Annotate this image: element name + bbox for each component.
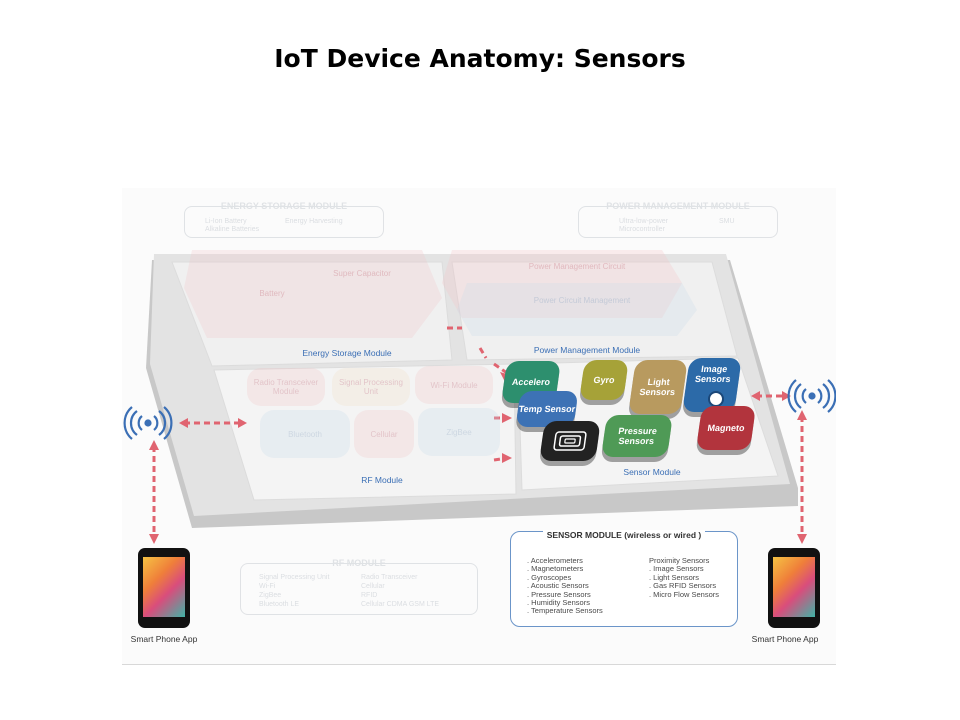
fingerprint-icon bbox=[553, 431, 587, 451]
sensor-list-item: . Accelerometers bbox=[527, 556, 583, 565]
sensor-list-right: Proximity Sensors . Image Sensors . Ligh… bbox=[649, 556, 720, 599]
energy-storage-panel: ENERGY STORAGE MODULE Li-Ion Battery Ene… bbox=[184, 201, 384, 238]
camera-lens-icon bbox=[708, 391, 724, 407]
rf-tile: Signal Processing Unit bbox=[332, 368, 410, 406]
energy-item: Li-Ion Battery bbox=[205, 218, 247, 225]
sensor-list-item: . Gyroscopes bbox=[527, 572, 572, 582]
power-item: Microcontroller bbox=[619, 226, 665, 233]
rf-panel-item: Cellular CDMA GSM LTE bbox=[361, 601, 440, 608]
sensor-panel-title: SENSOR MODULE (wireless or wired ) bbox=[542, 530, 706, 540]
rf-tile: ZigBee bbox=[418, 408, 500, 456]
battery-tile-label: Battery bbox=[259, 288, 285, 298]
energy-item: Energy Harvesting bbox=[285, 218, 343, 225]
smartphone-icon-right bbox=[768, 548, 820, 628]
power-circuit-label: Power Management Circuit bbox=[528, 261, 626, 271]
rf-panel-item: Wi-Fi bbox=[259, 583, 276, 590]
fingerprint-sensor-block bbox=[539, 421, 601, 461]
sensor-list-left: . Accelerometers . Magnetometers . Gyros… bbox=[527, 556, 603, 616]
battery-tile bbox=[184, 250, 442, 338]
rf-tile: Cellular bbox=[354, 410, 414, 458]
power-circuit-tile bbox=[442, 250, 682, 318]
wireless-signal-icon-right bbox=[787, 379, 836, 413]
pressure-sensor-block: Pressure Sensors bbox=[601, 415, 673, 457]
power-management-panel-title: POWER MANAGEMENT MODULE bbox=[606, 201, 750, 211]
smartphone-app-label-left: Smart Phone App bbox=[130, 634, 198, 644]
image-sensor-label: Image Sensors bbox=[694, 364, 732, 384]
sensor-list-item: . Magnetometers bbox=[527, 564, 584, 574]
sensor-panel-title-wrap: SENSOR MODULE (wireless or wired ) bbox=[511, 525, 737, 543]
power-management-tile-label: Power Circuit Management bbox=[533, 295, 631, 305]
sensor-list-item: . Image Sensors bbox=[649, 564, 704, 574]
rf-panel-item: ZigBee bbox=[259, 592, 282, 599]
arrow-heads bbox=[149, 372, 807, 544]
energy-item: Alkaline Batteries bbox=[205, 226, 260, 233]
gyro-sensor-block: Gyro bbox=[579, 360, 629, 400]
energy-compartment bbox=[171, 261, 453, 367]
power-item: SMU bbox=[719, 218, 735, 225]
sensor-list-item: . Micro Flow Sensors bbox=[649, 589, 720, 599]
smartphone-app-label-right: Smart Phone App bbox=[751, 634, 819, 644]
rf-compartment bbox=[213, 363, 517, 501]
sensor-list-item: . Pressure Sensors bbox=[527, 589, 591, 599]
light-sensor-block: Light Sensors bbox=[628, 360, 688, 414]
sensor-list-item: . Humidity Sensors bbox=[527, 598, 590, 608]
iot-device-diagram: ENERGY STORAGE MODULE Li-Ion Battery Ene… bbox=[122, 188, 836, 665]
power-item: Ultra-low-power bbox=[619, 218, 669, 225]
sensor-list-item: . Acoustic Sensors bbox=[527, 581, 589, 591]
rf-panel-item: Bluetooth LE bbox=[259, 601, 300, 608]
rf-tile: Radio Transceiver Module bbox=[247, 368, 325, 406]
rf-tile: Bluetooth bbox=[260, 410, 350, 458]
sensor-list-item: Proximity Sensors bbox=[649, 556, 710, 565]
rf-panel-item: Cellular bbox=[361, 583, 385, 590]
energy-storage-section-label: Energy Storage Module bbox=[302, 348, 392, 358]
rf-module-panel: RF MODULE Signal Processing Unit Radio T… bbox=[240, 558, 478, 615]
power-management-panel: POWER MANAGEMENT MODULE Ultra-low-power … bbox=[578, 201, 778, 238]
super-capacitor-label: Super Capacitor bbox=[333, 268, 391, 278]
sensor-list-item: . Gas RFID Sensors bbox=[649, 581, 717, 591]
magnetometer-sensor-block: Magneto bbox=[695, 406, 757, 450]
rf-panel-item: Signal Processing Unit bbox=[259, 574, 330, 581]
rf-module-section-label: RF Module bbox=[361, 475, 403, 485]
sensor-module-section-label: Sensor Module bbox=[623, 467, 681, 477]
power-management-tile bbox=[457, 283, 697, 336]
slide-title: IoT Device Anatomy: Sensors bbox=[274, 44, 686, 73]
wireless-signal-icon-left bbox=[123, 406, 173, 440]
sensor-list-item: . Temperature Sensors bbox=[527, 606, 603, 616]
rf-tile: Wi-Fi Module bbox=[415, 366, 493, 404]
rf-panel-item: Radio Transceiver bbox=[361, 574, 418, 581]
smartphone-icon-left bbox=[138, 548, 190, 628]
energy-storage-panel-title: ENERGY STORAGE MODULE bbox=[220, 201, 348, 211]
power-management-section-label: Power Management Module bbox=[533, 345, 641, 355]
sensor-list-item: . Light Sensors bbox=[649, 572, 700, 582]
rf-panel-item: RFID bbox=[361, 592, 378, 599]
rf-panel-title: RF MODULE bbox=[332, 558, 386, 568]
sensor-module-panel: SENSOR MODULE (wireless or wired ) . Acc… bbox=[510, 530, 738, 627]
